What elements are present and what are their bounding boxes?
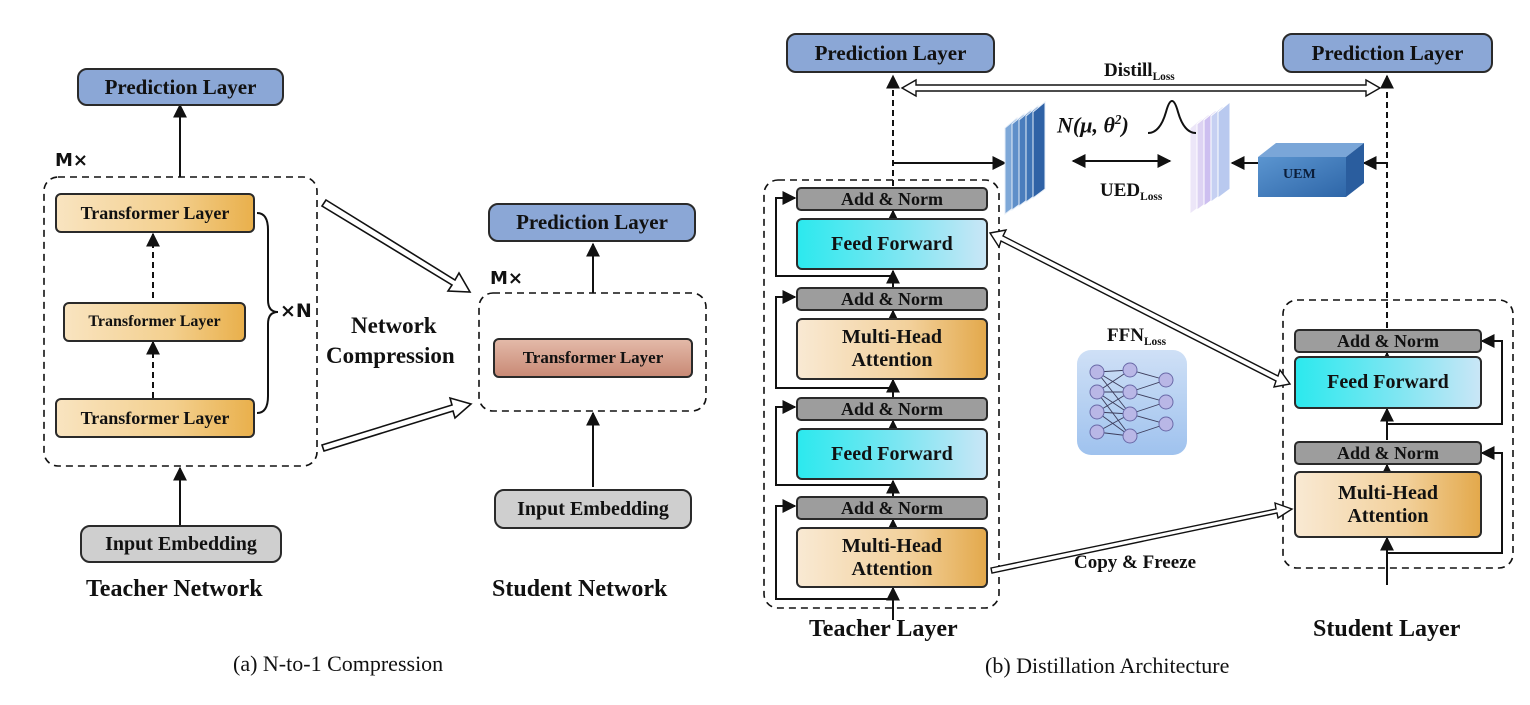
student-prediction-layer: Prediction Layer (488, 203, 696, 242)
panel-b-lines (763, 74, 1514, 620)
uem-label: UEM (1283, 167, 1316, 182)
neural-network-icon (1077, 350, 1187, 455)
caption-b: (b) Distillation Architecture (985, 653, 1230, 678)
teacher-add-norm-1: Add & Norm (796, 187, 988, 211)
copy-freeze-arrow (990, 501, 1294, 574)
teacher-feed-forward-2: Feed Forward (796, 428, 988, 480)
student-mha-line2: Attention (1347, 504, 1429, 527)
teacher-add-norm-3: Add & Norm (796, 397, 988, 421)
times-n-brace (256, 212, 279, 414)
teacher-feature-stack (1004, 100, 1046, 215)
uem-cube (1258, 143, 1364, 197)
teacher-multi-head-attention-1: Multi-Head Attention (796, 318, 988, 380)
student-network-title: Student Network (492, 576, 668, 602)
student-feature-stack (1189, 100, 1231, 215)
teacher-transformer-layer-1: Transformer Layer (55, 193, 255, 233)
normal-distribution-formula: N(μ, θ2) (1057, 112, 1129, 138)
compression-arrows (320, 198, 473, 452)
teacher-mha-2-line2: Attention (851, 557, 933, 580)
teacher-add-norm-4: Add & Norm (796, 496, 988, 520)
teacher-multi-head-attention-2: Multi-Head Attention (796, 527, 988, 588)
distill-loss-label: DistillLoss (1104, 60, 1175, 83)
student-feed-forward: Feed Forward (1294, 356, 1482, 409)
student-mha-line1: Multi-Head (1338, 481, 1438, 504)
teacher-prediction-layer: Prediction Layer (77, 68, 284, 106)
teacher-transformer-layer-3: Transformer Layer (55, 398, 255, 438)
gaussian-curve-icon (1147, 100, 1197, 134)
caption-a: (a) N-to-1 Compression (233, 651, 444, 676)
panel-a-lines (43, 103, 707, 525)
teacher-feed-forward-1: Feed Forward (796, 218, 988, 270)
teacher-layer-prediction: Prediction Layer (786, 33, 995, 73)
student-add-norm-2: Add & Norm (1294, 441, 1482, 465)
student-transformer-layer: Transformer Layer (493, 338, 693, 378)
distill-loss-sub: Loss (1152, 70, 1175, 83)
teacher-layer-title: Teacher Layer (809, 616, 958, 642)
student-layer-prediction: Prediction Layer (1282, 33, 1493, 73)
ued-loss-label: UEDLoss (1100, 180, 1162, 203)
compression-arrow-top (320, 198, 472, 293)
student-input-embedding: Input Embedding (494, 489, 692, 529)
teacher-network-title: Teacher Network (86, 576, 263, 602)
ffn-loss-label: FFNLoss (1107, 325, 1166, 348)
compression-label-line2: Compression (326, 343, 455, 368)
panel-b-hollow-arrows (900, 78, 1382, 574)
teacher-repeat-label: M× (55, 150, 88, 171)
student-layer-container (1282, 299, 1514, 569)
teacher-mha-2-line1: Multi-Head (842, 534, 942, 557)
teacher-mha-1-line2: Attention (851, 349, 933, 371)
compression-label-line1: Network (351, 313, 437, 338)
student-multi-head-attention: Multi-Head Attention (1294, 471, 1482, 538)
student-layer-title: Student Layer (1313, 616, 1461, 642)
teacher-input-embedding: Input Embedding (80, 525, 282, 563)
ffn-loss-base: FFN (1107, 325, 1144, 346)
ued-loss-sub: Loss (1140, 190, 1163, 203)
ued-loss-base: UED (1100, 180, 1141, 201)
student-add-norm-1: Add & Norm (1294, 329, 1482, 353)
ffn-loss-arrow (988, 229, 1292, 388)
copy-freeze-label: Copy & Freeze (1074, 552, 1197, 573)
teacher-add-norm-2: Add & Norm (796, 287, 988, 311)
teacher-transformer-layer-2: Transformer Layer (63, 302, 246, 342)
times-n-label: ×N (280, 300, 312, 322)
student-repeat-label: M× (490, 268, 523, 289)
teacher-mha-1-line1: Multi-Head (842, 326, 942, 348)
distill-loss-arrow (900, 78, 1382, 98)
distill-loss-base: Distill (1104, 60, 1153, 81)
compression-arrow-bottom (320, 396, 473, 452)
ffn-loss-sub: Loss (1143, 335, 1167, 348)
